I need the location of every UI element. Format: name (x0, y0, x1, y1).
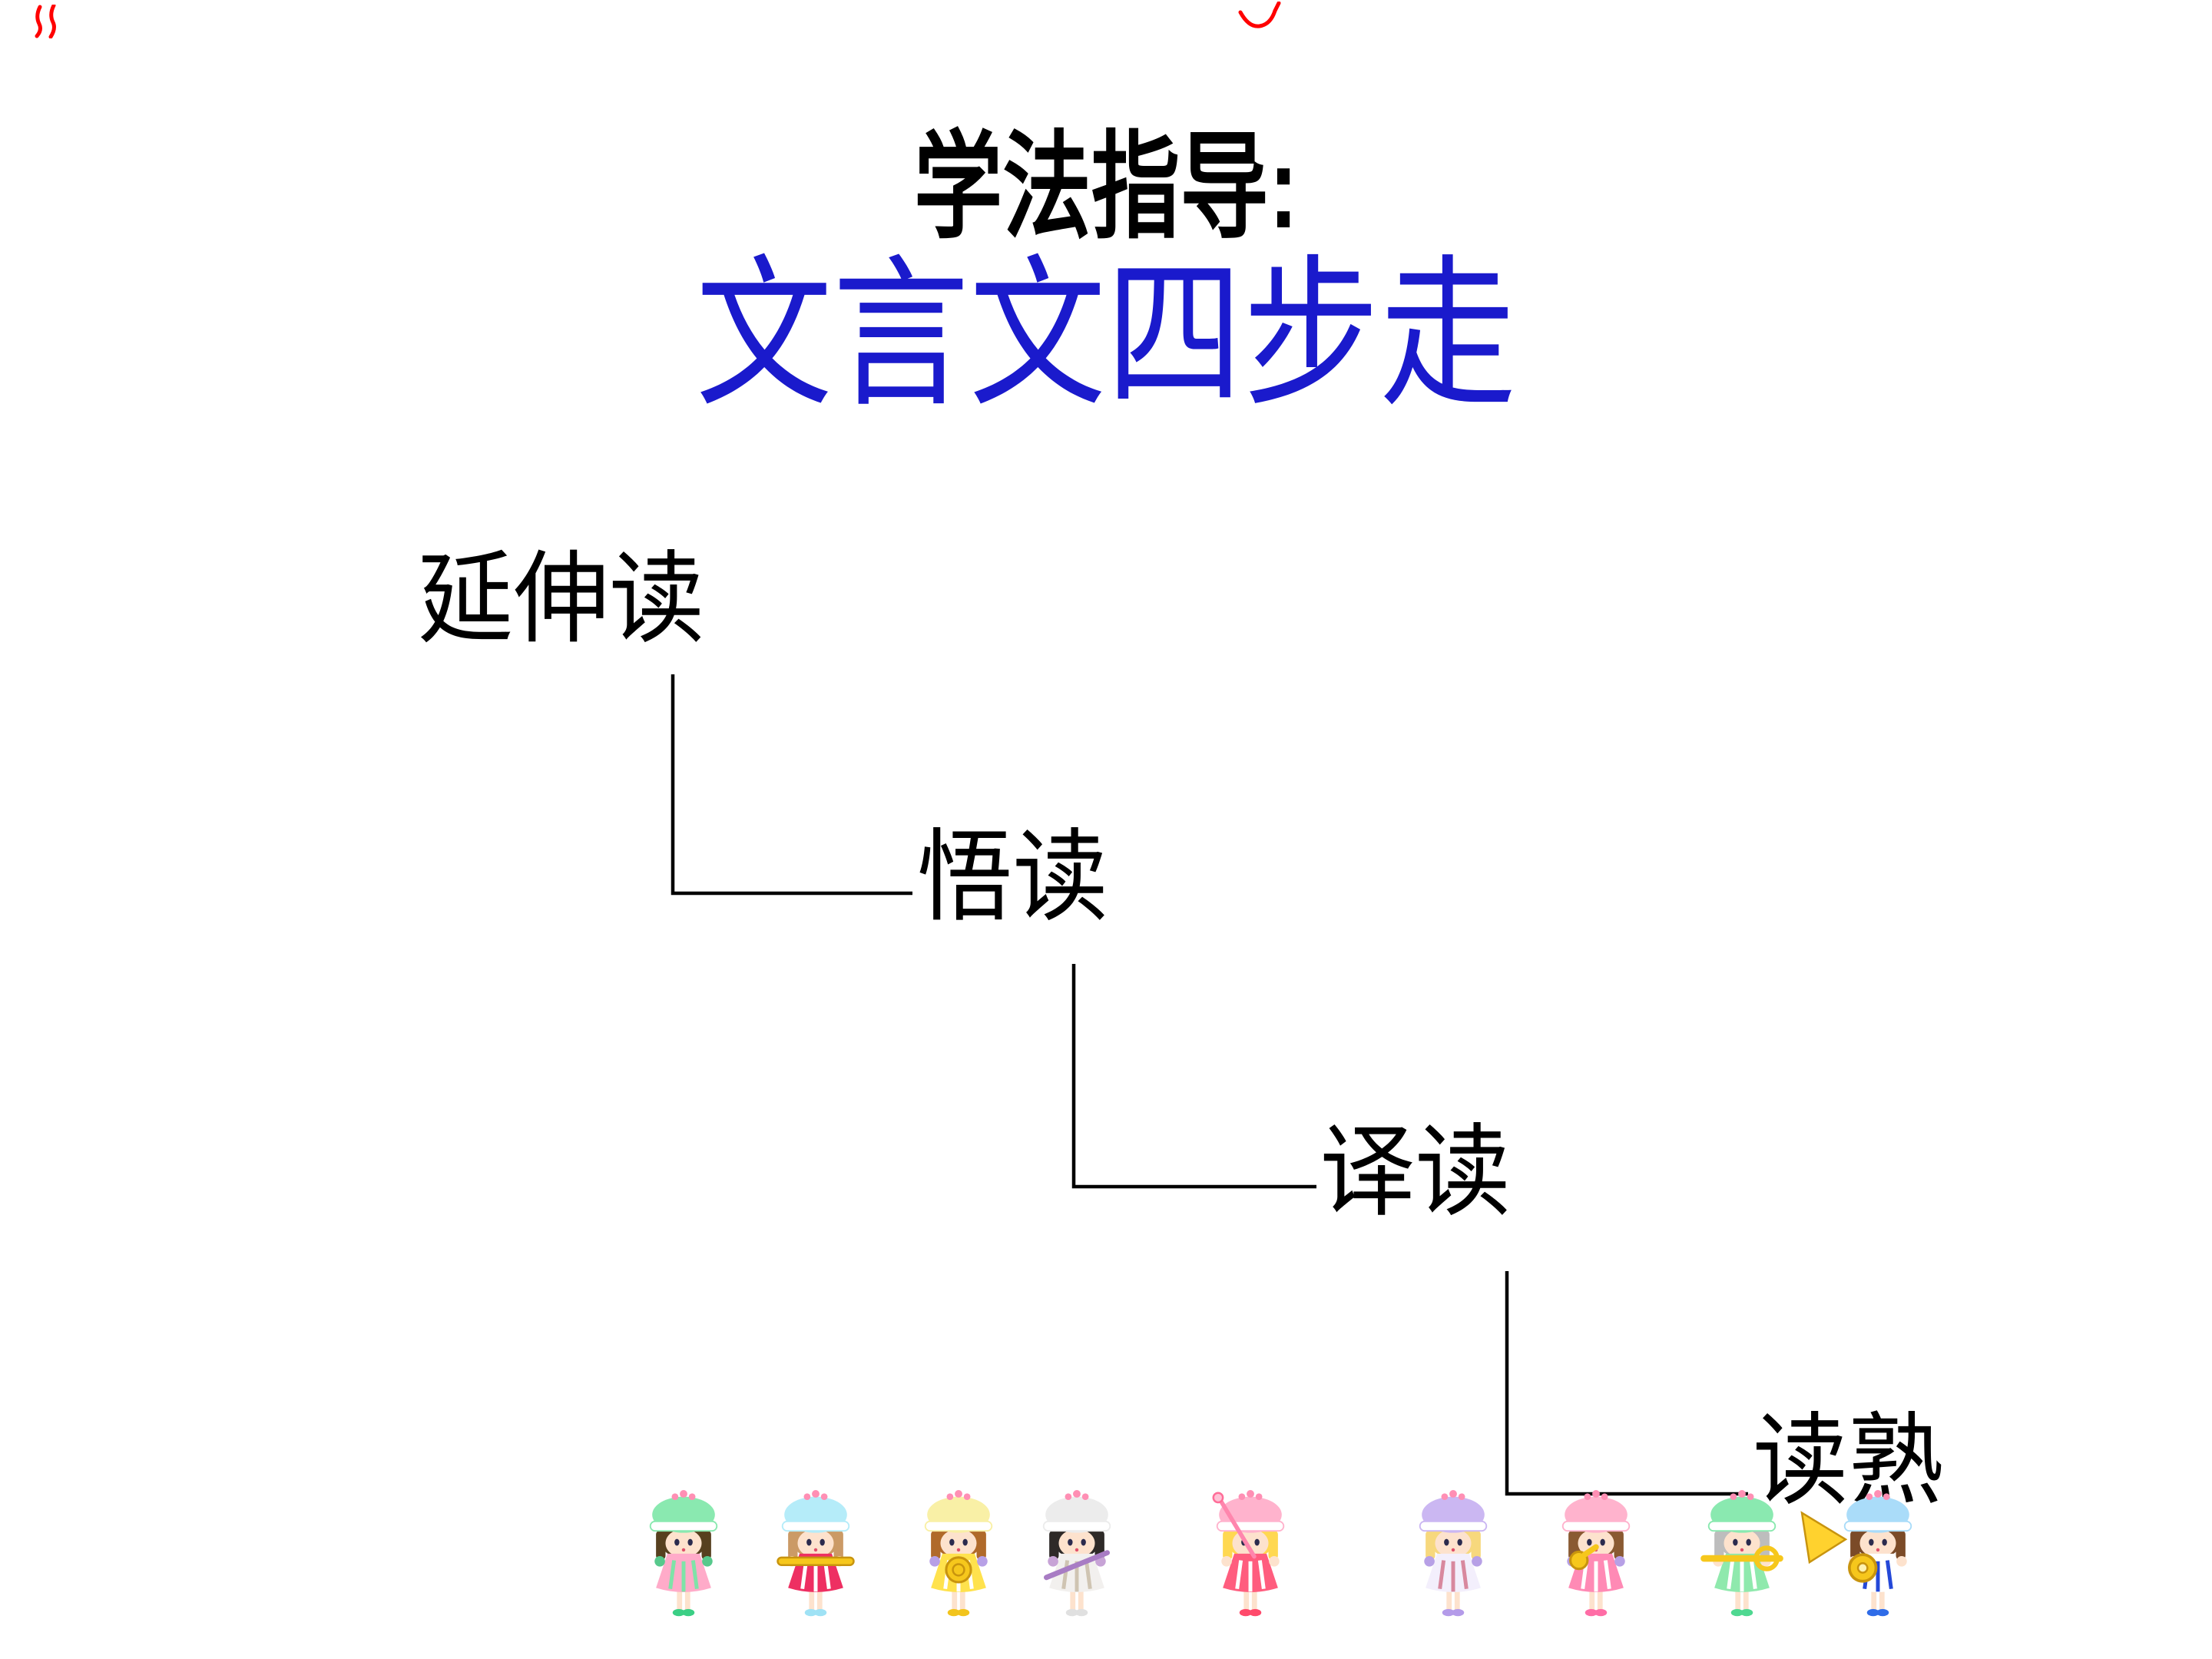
doll-mint-pink (636, 1490, 731, 1618)
slide-heading: 学法指导: (913, 122, 1299, 253)
step-label-yanshendu: 延伸读 (418, 545, 705, 656)
doll-blue-tuba (1800, 1490, 1926, 1618)
step-label-yidu: 译读 (1320, 1118, 1511, 1229)
doll-pink-horn (1548, 1490, 1644, 1618)
doll-cyan-crimson (768, 1490, 863, 1618)
doll-white-flutist (1029, 1490, 1124, 1618)
connector-step3-step4 (1505, 1271, 1748, 1496)
doll-pink-wand (1203, 1490, 1298, 1618)
doll-green-trombone (1694, 1490, 1790, 1618)
step-label-wudu: 悟读 (917, 823, 1108, 934)
red-pen-mark-top (1238, 2, 1281, 28)
doll-yellow-shield (911, 1490, 1006, 1618)
connector-step1-step2 (671, 674, 912, 896)
doll-lavender (1406, 1490, 1501, 1618)
slide-title: 文言文四步走 (695, 246, 1517, 426)
connector-step2-step3 (1071, 964, 1316, 1189)
step-label-dushu: 读熟 (1753, 1406, 1944, 1518)
red-pen-mark-left (35, 5, 56, 38)
